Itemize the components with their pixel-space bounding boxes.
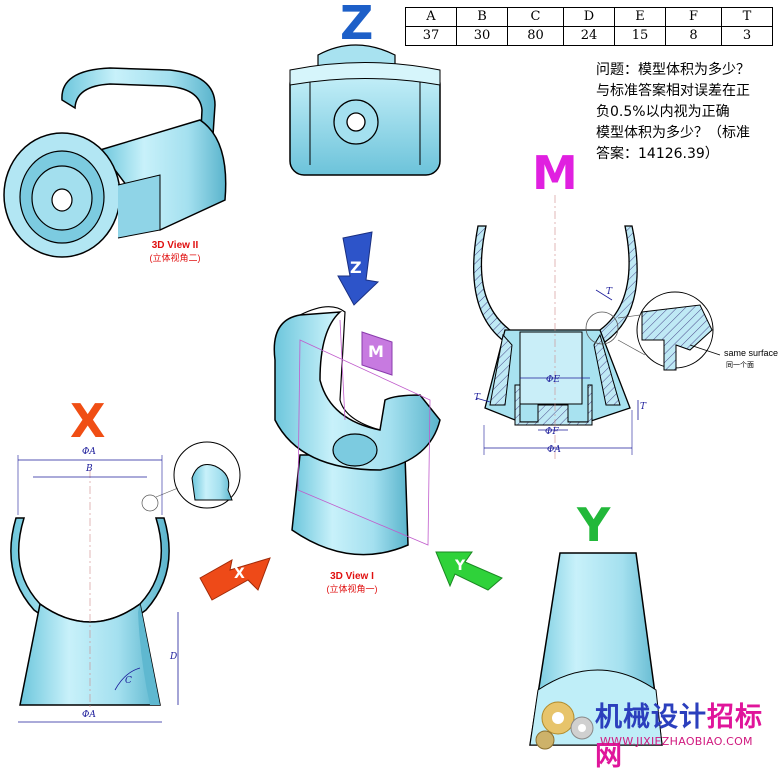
- m-direction-tag: [361, 331, 393, 376]
- table-header-cell: T: [721, 7, 773, 27]
- view1-title: 3D View I: [330, 571, 374, 582]
- table-value-cell: 37: [405, 26, 457, 46]
- view1-caption: 3D View I (立体视角一): [302, 571, 402, 595]
- same-surface-label-cn: 同一个面: [726, 361, 754, 369]
- table-value-cell: 8: [665, 26, 722, 46]
- z-view-label: Z: [340, 0, 374, 50]
- x-arrow-letter: X: [234, 566, 245, 582]
- m-view-label: M: [532, 146, 578, 200]
- question-line: 问题：模型体积为多少？: [596, 62, 750, 78]
- z-view-part: [289, 44, 441, 176]
- view2-title: 3D View II: [151, 240, 199, 251]
- dim-phi-f: ΦF: [545, 427, 559, 437]
- parameter-table: A B C D E F T 37 30 80 24 15 8 3: [405, 7, 773, 46]
- y-view-label: Y: [577, 498, 611, 552]
- question-line: 答案：14126.39）: [596, 146, 719, 162]
- x-direction-arrow: [199, 557, 271, 601]
- dim-phi-a-x-top: ΦA: [82, 447, 96, 457]
- same-surface-callout: [617, 291, 721, 371]
- table-value-cell: 3: [721, 26, 773, 46]
- watermark-text: 机械设计招标网: [595, 695, 780, 773]
- m-section-part: [473, 195, 638, 460]
- x-view-label: X: [70, 394, 106, 448]
- dim-t-left: T: [474, 393, 481, 403]
- table-header-cell: D: [563, 7, 615, 27]
- table-header-cell: A: [405, 7, 457, 27]
- question-line: 模型体积为多少？（标准: [596, 125, 750, 141]
- y-arrow-letter: Y: [455, 558, 466, 574]
- m-dimensions: [475, 289, 639, 455]
- table-header-cell: B: [456, 7, 508, 27]
- x-view-part: [10, 441, 241, 710]
- dim-c: C: [125, 676, 132, 686]
- table-header-cell: E: [614, 7, 666, 27]
- table-header-cell: C: [507, 7, 564, 27]
- watermark-blue: 机械设计: [595, 702, 707, 733]
- view2-part: [3, 67, 227, 258]
- view2-subtitle: (立体视角二): [149, 253, 201, 263]
- table-value-cell: 80: [507, 26, 564, 46]
- watermark-logo: [535, 701, 594, 750]
- view1-part: [273, 306, 441, 556]
- view1-subtitle: (立体视角一): [326, 584, 378, 594]
- question-line: 与标准答案相对误差在正: [596, 83, 750, 99]
- table-value-cell: 30: [456, 26, 508, 46]
- table-value-cell: 15: [614, 26, 666, 46]
- dim-t-upper: T: [606, 287, 613, 297]
- x-dimensions: [17, 455, 179, 723]
- table-header-cell: F: [665, 7, 722, 27]
- table-value-cell: 24: [563, 26, 615, 46]
- z-direction-arrow: [337, 231, 380, 306]
- question-line: 负0.5%以内视为正确: [596, 104, 730, 120]
- question-text: 问题：模型体积为多少？ 与标准答案相对误差在正 负0.5%以内视为正确 模型体积…: [596, 60, 780, 165]
- same-surface-label: same surface: [724, 348, 779, 358]
- dim-phi-a-m: ΦA: [547, 445, 561, 455]
- m-arrow-letter: M: [368, 342, 384, 361]
- z-arrow-letter: Z: [350, 258, 362, 277]
- table-value-row: 37 30 80 24 15 8 3: [405, 26, 773, 46]
- dim-b: B: [86, 464, 93, 474]
- dim-d: D: [170, 652, 178, 662]
- dim-phi-e: ΦE: [546, 375, 560, 385]
- y-direction-arrow: [435, 551, 503, 591]
- watermark-url: WWW.JIXIEZHAOBIAO.COM: [600, 735, 753, 748]
- dim-t-right: T: [640, 402, 647, 412]
- table-header-row: A B C D E F T: [405, 7, 773, 27]
- view2-caption: 3D View II (立体视角二): [125, 240, 225, 264]
- dim-phi-a-x-bottom: ΦA: [82, 710, 96, 720]
